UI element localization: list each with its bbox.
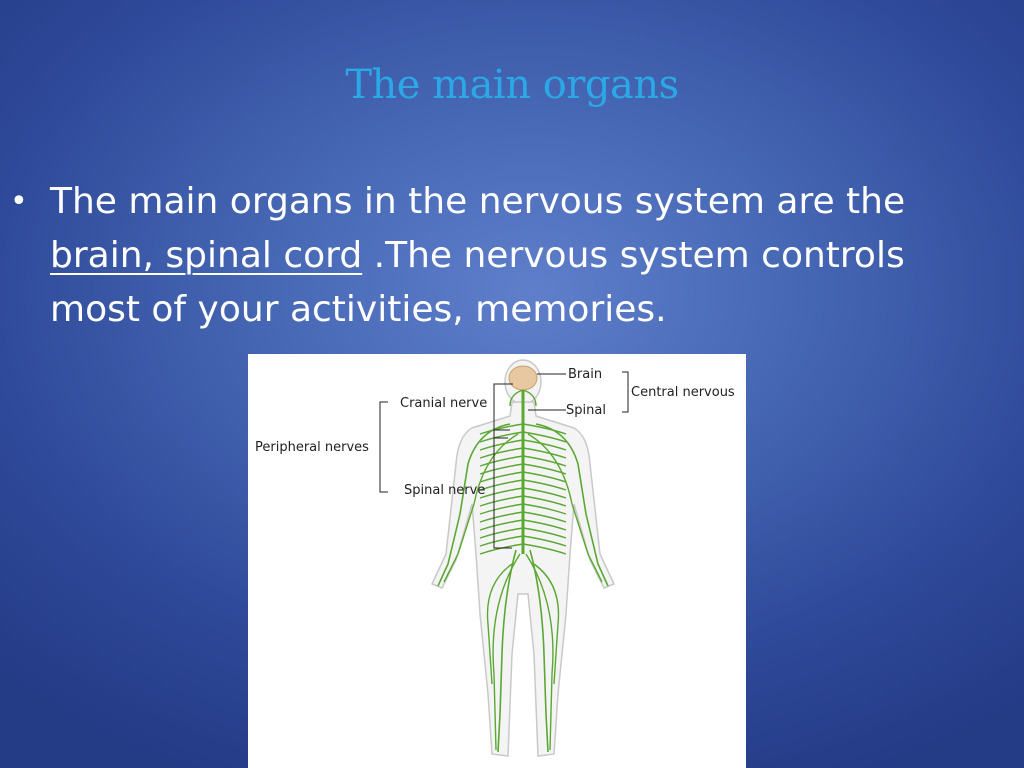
label-peripheral-nerves: Peripheral nerves — [255, 440, 369, 455]
nerve-path — [479, 423, 524, 435]
nerve-path — [479, 527, 524, 539]
nerve-path — [522, 527, 567, 539]
nerve-path — [525, 553, 554, 751]
nerve-network — [437, 389, 609, 753]
nerve-path — [497, 549, 517, 753]
label-brain: Brain — [568, 367, 602, 382]
nerve-path — [479, 503, 524, 515]
slide-title: The main organs — [345, 62, 679, 108]
nerve-path — [522, 519, 567, 531]
nerve-path — [486, 563, 513, 685]
nerve-path — [492, 553, 521, 751]
nerve-path — [529, 549, 549, 753]
nerve-path — [522, 455, 567, 467]
nervous-system-diagram-icon: Brain Spinal Central nervous Cranial ner… — [255, 359, 735, 757]
label-central-nervous: Central nervous — [631, 385, 735, 400]
label-brackets — [379, 371, 629, 549]
bullet-marker: • — [10, 184, 28, 219]
nerve-path — [522, 543, 567, 555]
nerve-path — [527, 433, 603, 583]
nerve-path — [522, 439, 567, 451]
bullet-text: The main organs in the nervous system ar… — [50, 175, 950, 337]
nerve-path — [522, 479, 567, 491]
nerve-path — [533, 563, 560, 685]
nerve-path — [522, 471, 567, 483]
nerve-path — [479, 535, 524, 547]
nerve-path — [479, 455, 524, 467]
bullet-rest: .The nervous system controls most of you… — [50, 235, 905, 330]
nerve-path — [535, 423, 609, 587]
nerve-path — [522, 423, 567, 435]
nerve-path — [522, 389, 537, 407]
nerve-path — [479, 439, 524, 451]
nerve-path — [479, 519, 524, 531]
label-spinal-nerve: Spinal nerve — [404, 483, 485, 498]
nerve-path — [479, 495, 524, 507]
label-cranial-nerve: Cranial nerve — [400, 396, 487, 411]
nerve-path — [522, 495, 567, 507]
bullet-underlined-text: brain, spinal cord — [50, 235, 363, 276]
nerve-path — [479, 431, 524, 443]
nerve-path — [479, 487, 524, 499]
nerve-path — [443, 433, 519, 583]
nerve-path — [522, 431, 567, 443]
nerve-path — [522, 487, 567, 499]
nerve-path — [522, 535, 567, 547]
nerve-path — [479, 447, 524, 459]
bullet-intro: The main organs in the nervous system ar… — [50, 181, 906, 222]
nerve-path — [522, 511, 567, 523]
nerve-path — [479, 511, 524, 523]
nerve-path — [437, 423, 511, 587]
nerve-path — [479, 471, 524, 483]
label-spinal: Spinal — [566, 403, 606, 418]
nerve-path — [509, 389, 524, 407]
nerve-path — [522, 447, 567, 459]
nerve-path — [522, 503, 567, 515]
brain-icon — [508, 365, 538, 391]
nervous-system-figure: Brain Spinal Central nervous Cranial ner… — [248, 354, 746, 768]
nerve-path — [479, 479, 524, 491]
